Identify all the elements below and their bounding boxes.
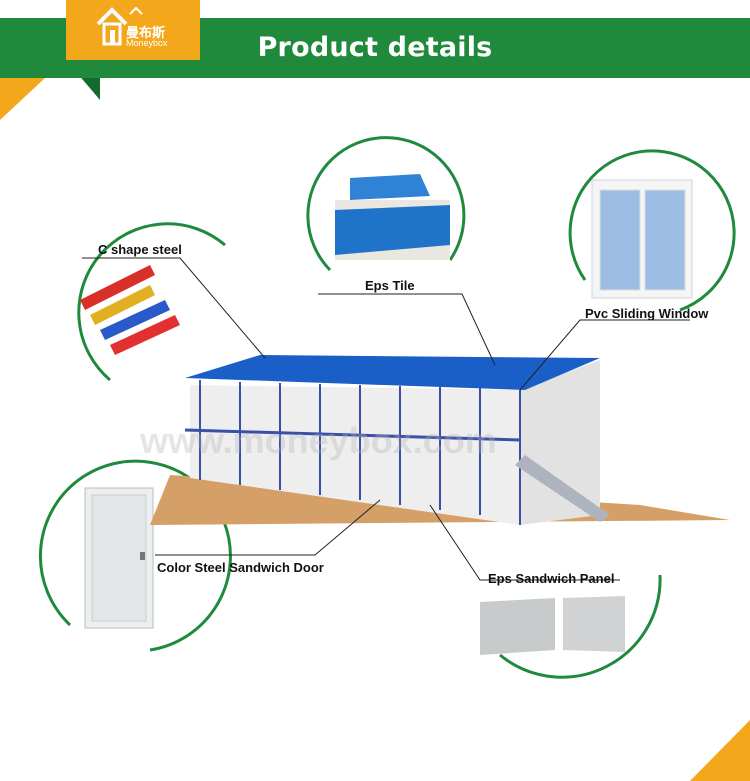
building-drawing — [150, 355, 730, 525]
logo-brand-text: Moneybox — [126, 38, 168, 48]
eps-tile-label: Eps Tile — [365, 278, 415, 293]
watermark-text: www.moneybox.com — [140, 420, 497, 461]
eps-panel-label: Eps Sandwich Panel — [488, 571, 615, 586]
door-image — [84, 487, 154, 629]
door-label: Color Steel Sandwich Door — [157, 560, 324, 575]
eps-panel-image — [480, 596, 625, 655]
pvc-window-image — [591, 179, 693, 299]
c-shape-steel-image — [80, 265, 180, 355]
c-shape-steel-label: C shape steel — [98, 242, 182, 257]
pvc-window-label: Pvc Sliding Window — [585, 306, 709, 321]
page-title: Product details — [257, 32, 493, 63]
house-logo-icon — [96, 6, 143, 46]
brand-logo: 曼布斯 Moneybox — [66, 0, 200, 60]
eps-tile-image — [335, 174, 450, 260]
logo-chinese-text: 曼布斯 — [126, 25, 166, 40]
